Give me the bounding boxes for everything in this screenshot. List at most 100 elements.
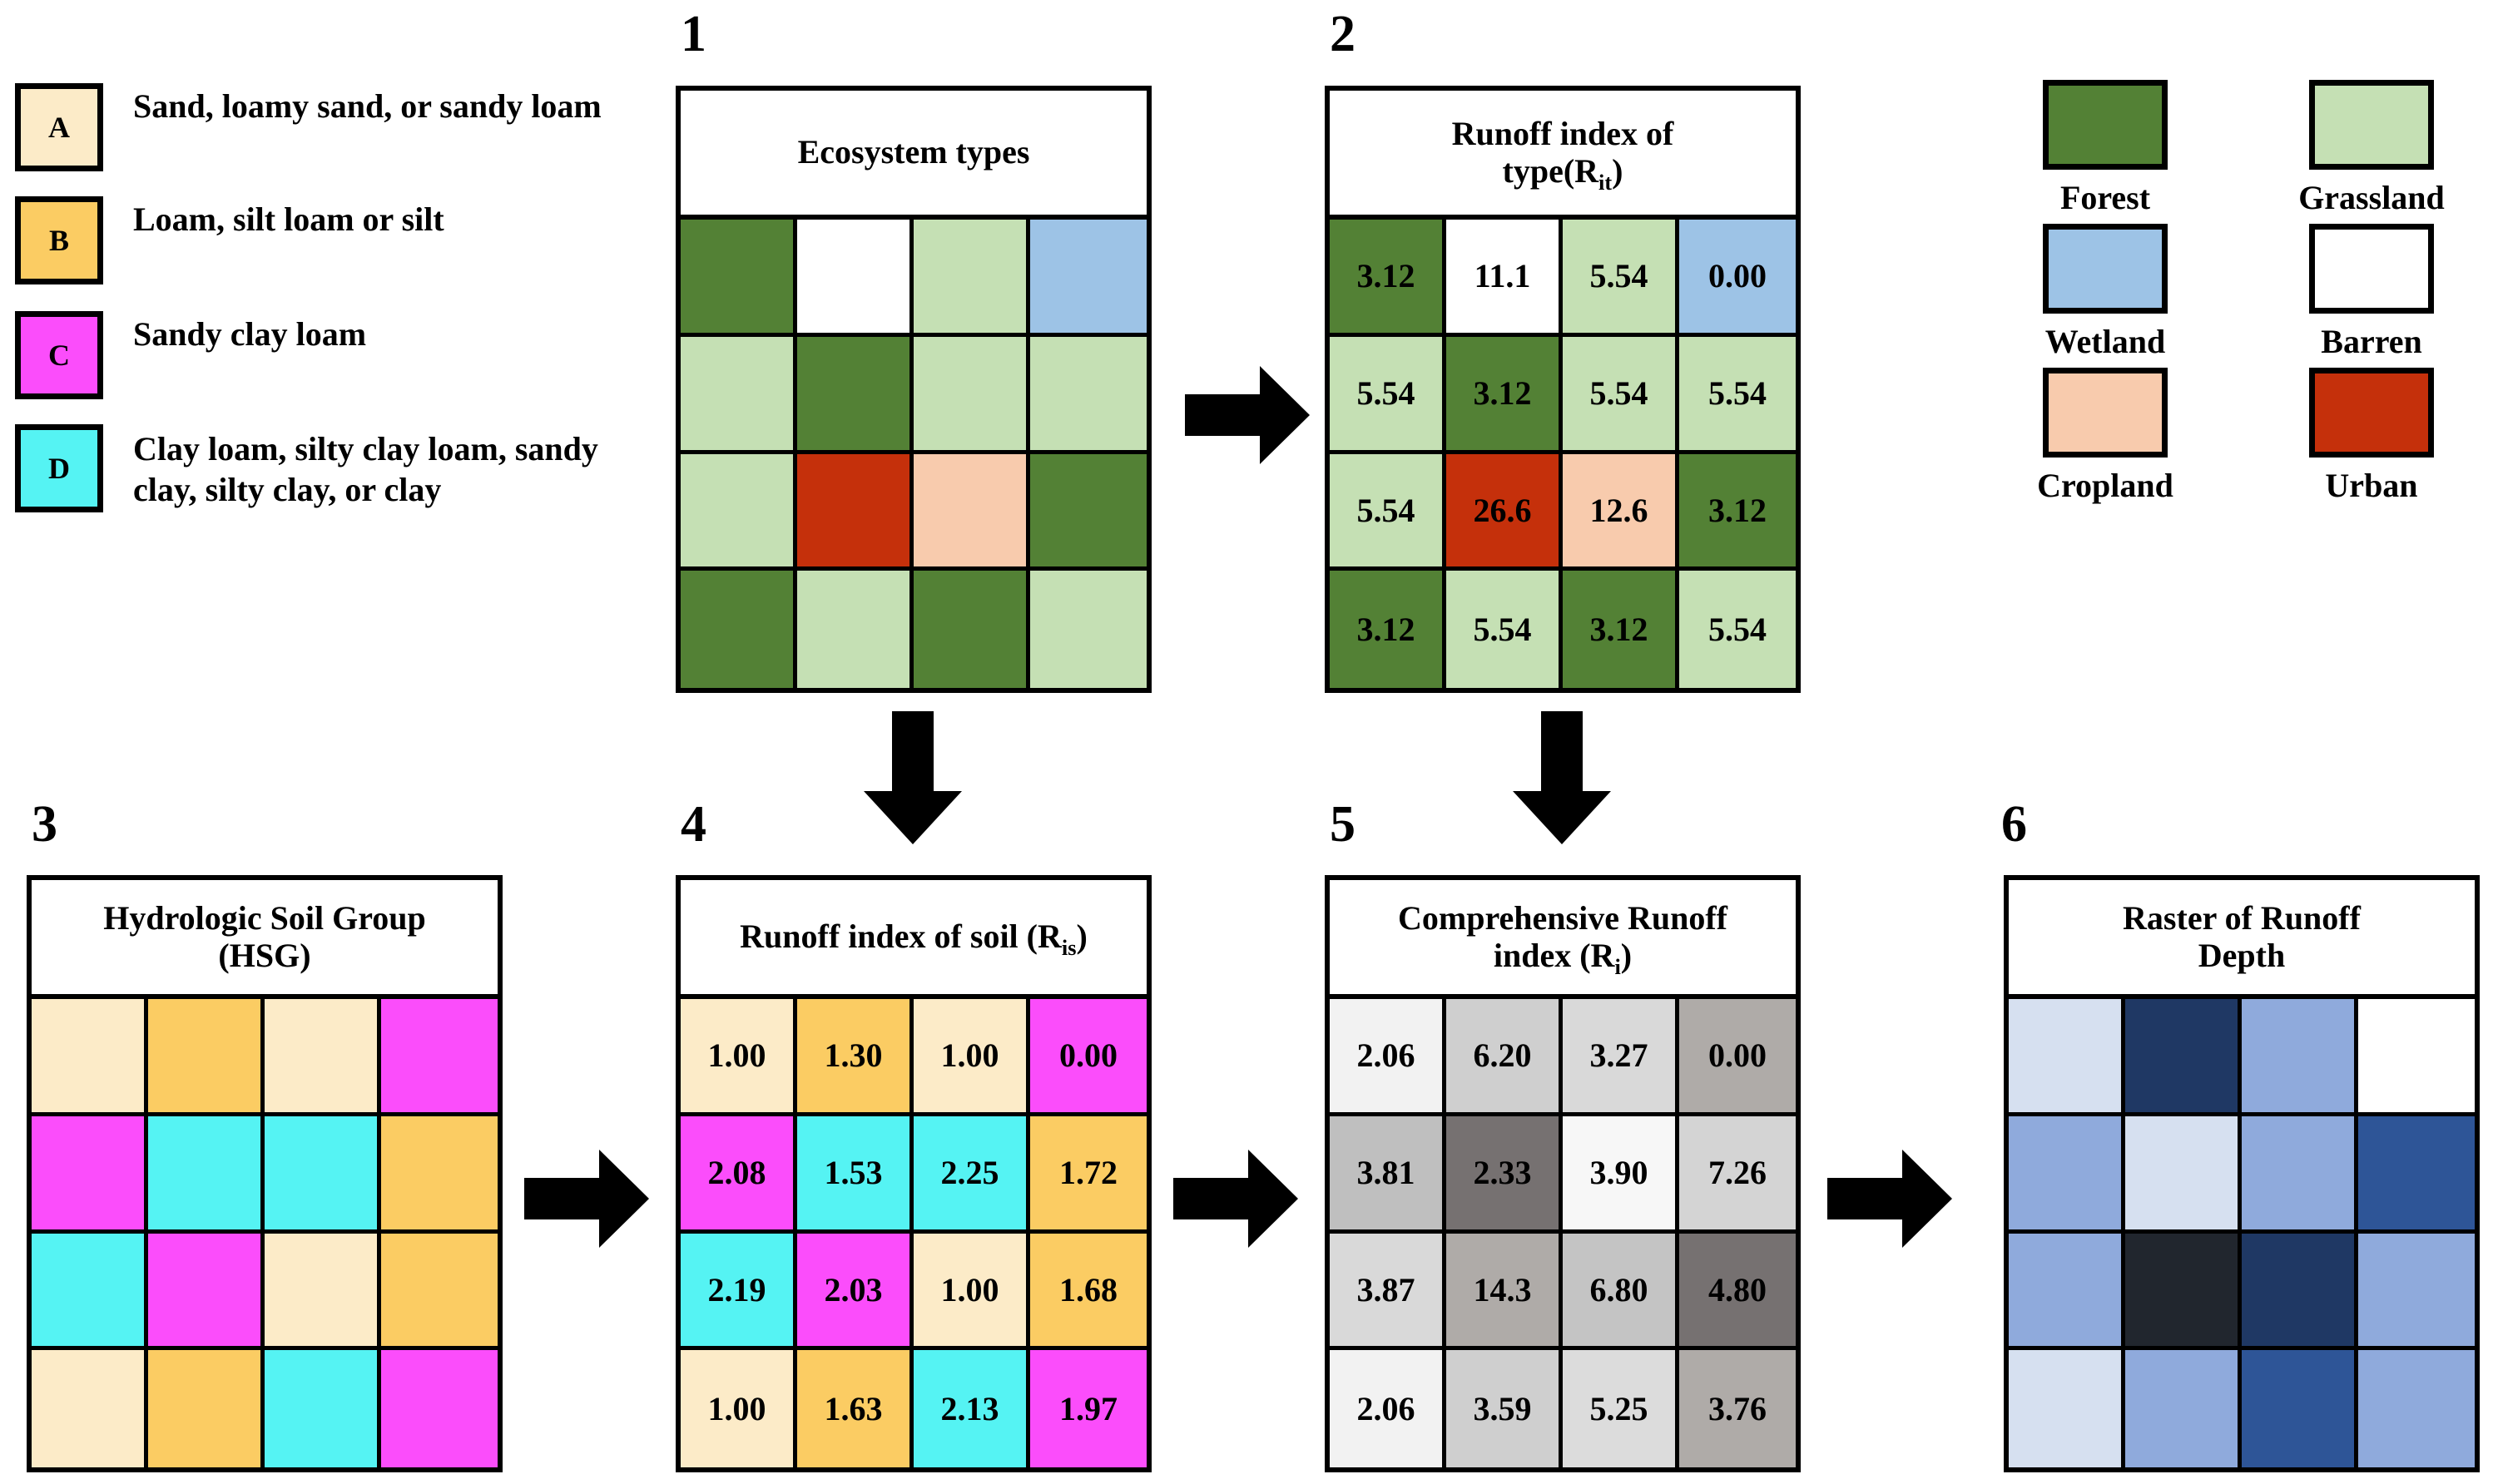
raster-cell [148, 1115, 265, 1234]
eco-label-cropland: Cropland [2037, 467, 2173, 504]
soil-swatch-c: C [15, 311, 103, 399]
raster-cell [1030, 571, 1147, 688]
raster-cell: 2.13 [914, 1350, 1030, 1467]
raster-cell-value: 0.00 [1708, 257, 1767, 295]
raster-cell-value: 2.08 [707, 1154, 766, 1192]
raster-cell: 0.00 [1679, 999, 1796, 1116]
raster-cell [32, 1233, 148, 1351]
raster-grid-hydrologic-soil-group [32, 999, 498, 1467]
raster-cell-value: 5.25 [1589, 1390, 1648, 1428]
arrow-1-to-2-icon [1185, 366, 1310, 464]
soil-swatch-d: D [15, 424, 103, 512]
step-number-6: 6 [2001, 796, 2027, 853]
raster-cell: 2.03 [797, 1233, 914, 1351]
raster-cell-value: 4.80 [1708, 1270, 1767, 1308]
eco-swatch-urban [2309, 368, 2434, 458]
raster-cell [2009, 1233, 2125, 1351]
raster-cell-value: 7.26 [1708, 1154, 1767, 1192]
raster-cell-value: 3.87 [1356, 1270, 1415, 1308]
raster-cell-value: 1.00 [707, 1390, 766, 1428]
soil-description-b: Loam, silt loam or silt [133, 200, 444, 238]
raster-cell-value: 3.12 [1356, 257, 1415, 295]
raster-cell: 5.54 [1563, 220, 1679, 337]
raster-cell [265, 1350, 381, 1467]
raster-cell-value: 6.20 [1473, 1036, 1532, 1075]
raster-cell-value: 1.72 [1059, 1154, 1118, 1192]
raster-cell-value: 2.19 [707, 1270, 766, 1308]
raster-cell [32, 999, 148, 1116]
raster-cell-value: 12.6 [1589, 491, 1648, 529]
raster-cell [265, 1233, 381, 1351]
step-number-1: 1 [681, 6, 706, 62]
ecosystem-types-legend: Forest Grassland Wetland Barren Cropland… [1997, 80, 2480, 505]
raster-cell: 5.54 [1563, 336, 1679, 454]
step-number-2: 2 [1330, 6, 1356, 62]
raster-cell-value: 3.12 [1708, 491, 1767, 529]
raster-cell: 5.25 [1563, 1350, 1679, 1467]
step-number-4: 4 [681, 796, 706, 853]
step-number-3: 3 [32, 796, 57, 853]
raster-cell-value: 2.25 [940, 1154, 999, 1192]
raster-cell [1030, 336, 1147, 454]
raster-cell: 5.54 [1330, 336, 1446, 454]
raster-cell [1030, 453, 1147, 571]
raster-cell: 2.25 [914, 1115, 1030, 1234]
raster-cell: 26.6 [1446, 453, 1563, 571]
raster-cell-value: 26.6 [1473, 491, 1532, 529]
soil-description-c: Sandy clay loam [133, 315, 367, 353]
raster-cell [1030, 220, 1147, 337]
raster-cell [914, 571, 1030, 688]
raster-cell [797, 571, 914, 688]
raster-cell: 2.06 [1330, 999, 1446, 1116]
raster-cell: 3.27 [1563, 999, 1679, 1116]
soil-code-c: C [48, 339, 70, 372]
soil-legend-item: A Sand, loamy sand, or sandy loam [15, 83, 647, 171]
raster-cell: 3.12 [1679, 453, 1796, 571]
raster-cell-value: 1.00 [940, 1270, 999, 1308]
raster-grid-ecosystem-types [681, 220, 1147, 688]
raster-cell [2125, 1233, 2242, 1351]
eco-label-urban: Urban [2325, 467, 2418, 504]
raster-cell: 3.12 [1330, 571, 1446, 688]
raster-cell [265, 1115, 381, 1234]
raster-cell [148, 1233, 265, 1351]
panel-title-hydrologic-soil-group: Hydrologic Soil Group(HSG) [32, 880, 498, 999]
raster-cell: 6.20 [1446, 999, 1563, 1116]
panel-title-ecosystem-types: Ecosystem types [681, 91, 1147, 220]
raster-cell [2242, 1350, 2358, 1467]
raster-cell: 1.97 [1030, 1350, 1147, 1467]
eco-label-grassland: Grassland [2298, 179, 2445, 216]
raster-cell-value: 3.27 [1589, 1036, 1648, 1075]
raster-cell-value: 5.54 [1356, 374, 1415, 413]
soil-code-d: D [48, 452, 70, 485]
raster-cell: 1.30 [797, 999, 914, 1116]
raster-cell: 2.06 [1330, 1350, 1446, 1467]
raster-cell [2242, 999, 2358, 1116]
raster-cell: 5.54 [1679, 336, 1796, 454]
raster-grid-raster-runoff-depth [2009, 999, 2475, 1467]
raster-cell [2125, 999, 2242, 1116]
panel-hydrologic-soil-group: Hydrologic Soil Group(HSG) [27, 875, 503, 1472]
raster-cell: 1.00 [914, 999, 1030, 1116]
raster-cell-value: 14.3 [1473, 1270, 1532, 1308]
raster-cell: 3.90 [1563, 1115, 1679, 1234]
eco-swatch-wetland [2043, 224, 2168, 314]
eco-label-wetland: Wetland [2044, 323, 2166, 360]
panel-title-runoff-index-soil: Runoff index of soil (Ris) [681, 880, 1147, 999]
soil-legend-item: D Clay loam, silty clay loam, sandy clay… [15, 424, 647, 512]
soil-description-a: Sand, loamy sand, or sandy loam [133, 87, 602, 125]
raster-cell [914, 336, 1030, 454]
raster-cell-value: 5.54 [1589, 257, 1648, 295]
raster-cell: 5.54 [1330, 453, 1446, 571]
raster-cell: 5.54 [1679, 571, 1796, 688]
raster-cell [2242, 1115, 2358, 1234]
raster-cell [914, 453, 1030, 571]
raster-cell: 2.08 [681, 1115, 797, 1234]
raster-cell [381, 999, 498, 1116]
raster-cell: 2.19 [681, 1233, 797, 1351]
soil-swatch-a: A [15, 83, 103, 171]
